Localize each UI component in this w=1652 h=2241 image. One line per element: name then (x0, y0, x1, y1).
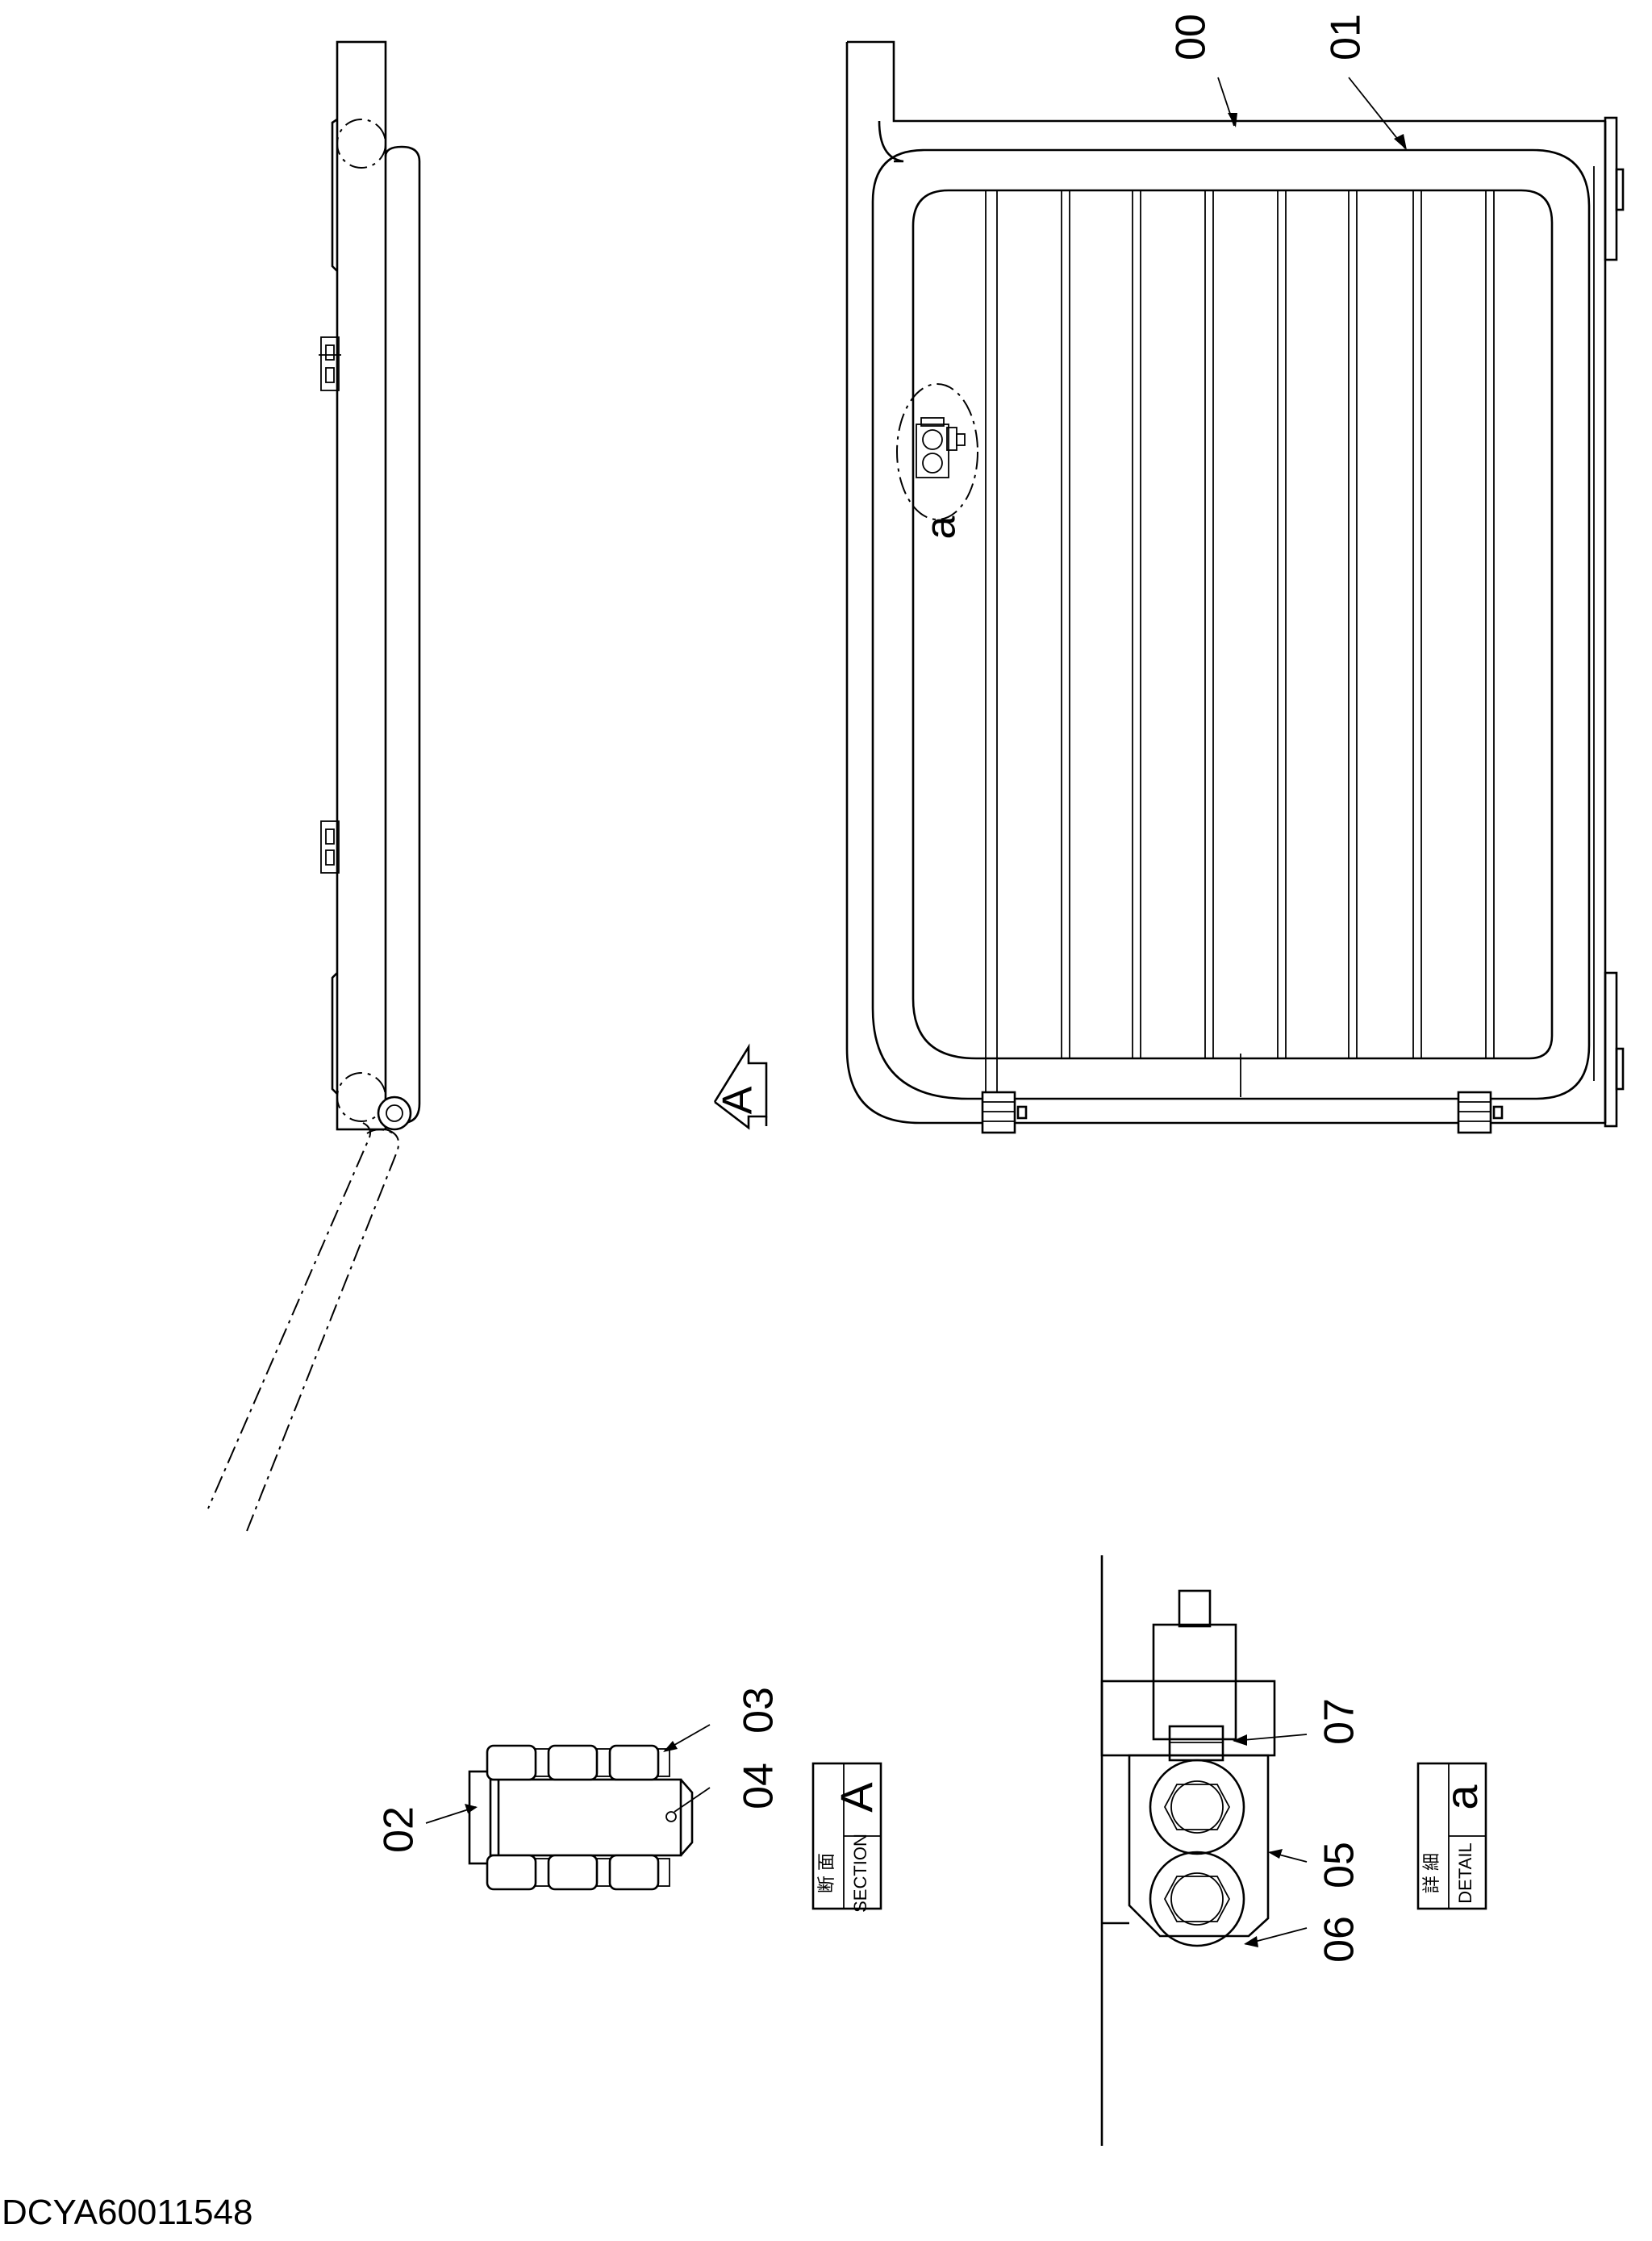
detail-plate (1128, 1754, 1270, 1938)
gate-tube-inner (912, 189, 1554, 1060)
view-arrow-a: A (713, 1043, 768, 1130)
section-label-box: 断 面 SECTION A (811, 1762, 882, 1913)
detail-label-box: 詳 細 DETAIL a (1416, 1762, 1487, 1910)
callout-04: 04 (736, 1763, 782, 1809)
detail-label-jp: 詳 細 (1421, 1853, 1441, 1893)
section-a-rollers (486, 1744, 670, 1891)
detail-label-letter: a (1436, 1784, 1487, 1810)
latch (916, 417, 966, 478)
callout-07: 07 (1316, 1698, 1363, 1745)
support-rail (847, 40, 1605, 123)
detail-bolt-lower (1149, 1851, 1245, 1947)
hinge-left (981, 1091, 1028, 1134)
document-id: DCYA60011548 (2, 2193, 253, 2232)
gate-slats (985, 190, 1495, 1097)
detail-label-en: DETAIL (1455, 1842, 1475, 1903)
section-label-jp: 断 面 (816, 1853, 836, 1893)
gate-tube-outer (871, 148, 1591, 1100)
detail-bolt-upper (1149, 1759, 1245, 1855)
callout-01: 01 (1323, 14, 1370, 61)
detail-circle-label: a (918, 515, 965, 539)
section-label-letter: A (831, 1782, 882, 1813)
callout-06: 06 (1316, 1916, 1363, 1963)
side-view (207, 40, 421, 1532)
side-clip-lower (320, 820, 340, 874)
front-view (845, 40, 1625, 1134)
callout-02: 02 (376, 1806, 423, 1853)
hinge-right (1457, 1091, 1504, 1134)
side-tube (384, 145, 421, 1125)
side-clip-upper (319, 336, 341, 391)
leader-01 (1348, 77, 1406, 149)
open-position-phantom (207, 1122, 371, 1509)
detail-a-view (1100, 1555, 1308, 2146)
callout-05: 05 (1316, 1842, 1363, 1888)
side-frame-bar (336, 40, 387, 1131)
side-hinge (377, 1095, 412, 1131)
detail-a-circle (896, 383, 978, 520)
view-arrow-label: A (715, 1086, 761, 1114)
section-label-en: SECTION (850, 1834, 870, 1913)
section-a-view (425, 1724, 711, 1891)
callout-00: 00 (1168, 14, 1215, 61)
detail-bolt-head (1152, 1623, 1237, 1741)
callout-03: 03 (736, 1687, 782, 1734)
